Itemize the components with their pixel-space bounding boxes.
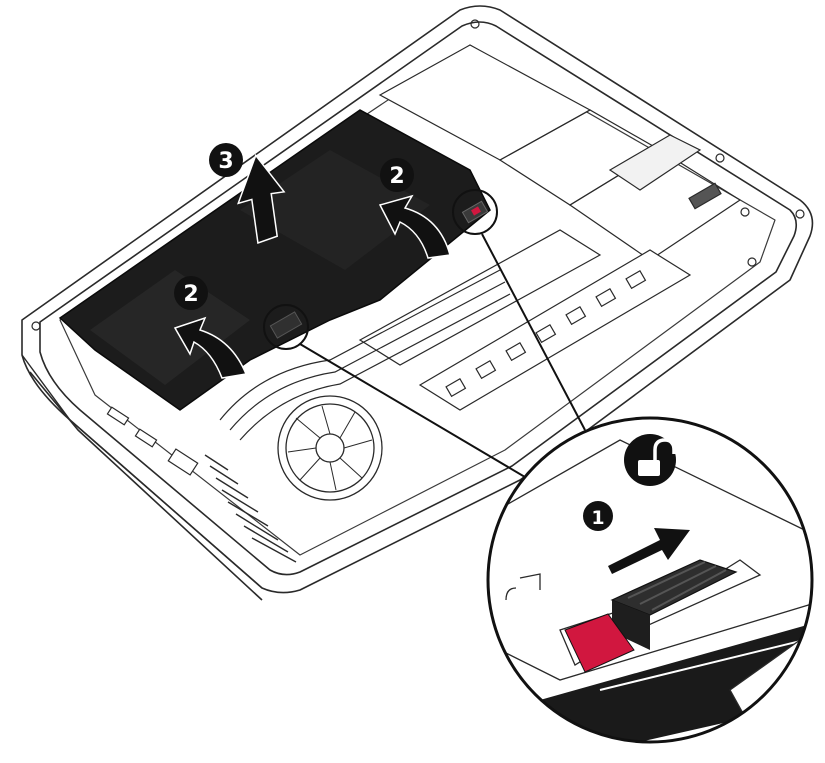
step-badge-1: 1 xyxy=(583,501,613,531)
unlocked-padlock-icon xyxy=(624,434,676,486)
latch-magnified-inset: 1 xyxy=(486,416,814,744)
battery-latch-left[interactable] xyxy=(269,311,303,339)
rotate-arrow-left xyxy=(173,316,248,379)
svg-text:2: 2 xyxy=(183,282,198,307)
slide-latch-arrow xyxy=(608,528,690,574)
step-badge-2-left: 2 xyxy=(174,276,208,310)
latch-callouts xyxy=(263,189,586,481)
side-vents xyxy=(204,454,297,563)
rotate-arrow-right xyxy=(378,194,451,259)
cooling-fan-icon xyxy=(277,395,383,501)
side-ports xyxy=(106,406,199,476)
latch-release-indicator xyxy=(564,613,635,673)
internal-components xyxy=(31,19,805,331)
laptop-chassis xyxy=(21,5,814,601)
lift-arrow xyxy=(237,153,286,244)
step-badge-2-right: 2 xyxy=(380,158,414,192)
heatsink-pipes xyxy=(219,269,511,441)
latch-slider[interactable] xyxy=(610,559,738,650)
svg-text:1: 1 xyxy=(591,507,604,529)
svg-text:2: 2 xyxy=(389,164,404,189)
step-badge-3: 3 xyxy=(209,143,243,177)
memory-module-icon xyxy=(358,229,692,411)
svg-text:3: 3 xyxy=(218,149,233,174)
